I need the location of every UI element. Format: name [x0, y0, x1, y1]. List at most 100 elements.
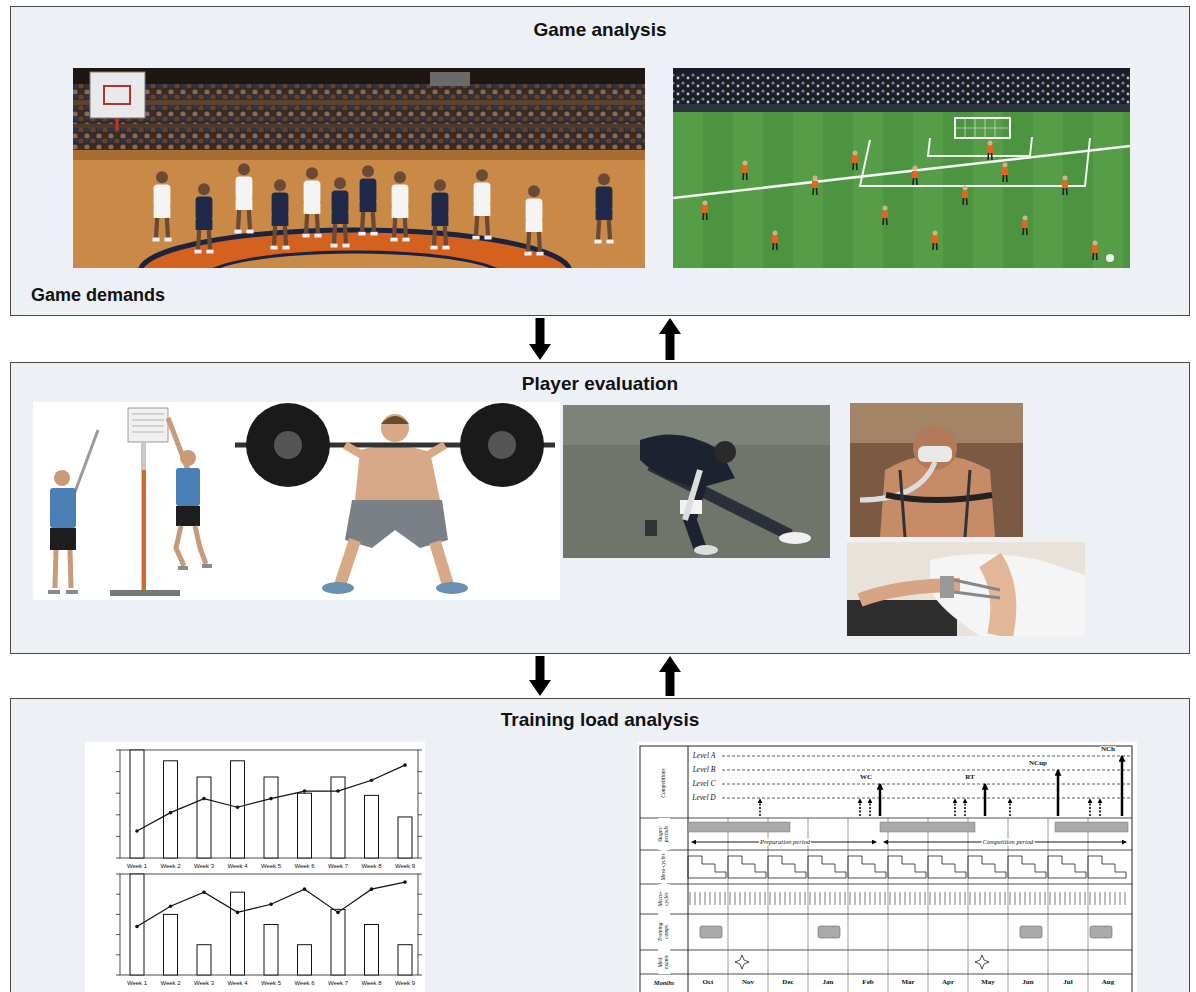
basketball-photo	[430, 72, 470, 86]
periodization-chart	[780, 892, 781, 905]
basketball-photo	[472, 169, 491, 237]
jump-test-photo	[176, 506, 200, 526]
weekly-load-chart	[116, 771, 120, 772]
weekly-load-chart	[418, 914, 422, 915]
jump-test-photo	[50, 528, 76, 550]
row-header: Training camps	[658, 914, 670, 950]
panel-ground	[10, 6, 1190, 992]
basketball-photo	[194, 183, 213, 251]
periodization-chart	[690, 892, 691, 905]
basketball-photo	[302, 167, 321, 235]
periodization-chart	[905, 892, 906, 905]
squat-photo	[488, 431, 516, 459]
weekly-load-chart	[116, 750, 120, 751]
weekly-load-chart	[231, 892, 245, 975]
axis-label: Week 5	[260, 980, 282, 986]
periodization-chart	[705, 892, 706, 905]
weekly-load-chart	[418, 934, 422, 935]
periodization-chart	[640, 850, 1132, 851]
lunge-photo	[645, 520, 657, 536]
row-header: Micro-cycles	[658, 884, 670, 914]
lunge-photo	[685, 470, 700, 520]
squat-photo	[246, 403, 330, 487]
periodization-chart	[968, 818, 969, 992]
training-load-charts	[85, 742, 425, 992]
periodization-chart	[1030, 892, 1031, 905]
axis-label: Week 7	[327, 863, 349, 869]
periodization-chart	[1065, 892, 1066, 905]
periodization-chart	[1035, 892, 1036, 905]
weekly-load-chart	[120, 874, 418, 975]
periodization-chart	[722, 798, 1130, 799]
periodization-chart	[640, 950, 1132, 951]
periodization-chart	[637, 742, 1137, 992]
periodization-chart	[728, 856, 766, 878]
squat-photo	[322, 582, 354, 594]
periodization-chart	[815, 892, 816, 905]
weekly-load-chart	[418, 836, 422, 837]
soccer-photo	[928, 137, 1032, 156]
month-label: Feb	[861, 979, 874, 986]
periodization-chart	[688, 822, 790, 832]
soccer-photo	[912, 166, 918, 186]
month-label: Apr	[941, 979, 955, 986]
periodization-chart	[1009, 799, 1011, 816]
weekly-load-chart	[336, 789, 340, 793]
periodization-chart	[1020, 892, 1021, 905]
basketball-photo	[73, 84, 645, 150]
weekly-load-chart	[116, 894, 120, 895]
soccer-photo	[702, 201, 708, 221]
periodization-chart	[960, 892, 961, 905]
axis-label: Week 3	[193, 863, 215, 869]
weekly-load-chart	[236, 911, 240, 915]
axis-label: Week 8	[360, 980, 382, 986]
basketball-photo	[152, 171, 171, 239]
periodization-chart	[765, 892, 766, 905]
weekly-load-chart	[418, 750, 422, 751]
periodization-chart	[935, 892, 936, 905]
periodization-chart	[850, 892, 851, 905]
periodization-chart	[895, 892, 896, 905]
weekly-load-chart	[197, 777, 211, 858]
periodization-chart	[755, 892, 756, 905]
periodization-chart	[970, 892, 971, 905]
squat-photo	[436, 582, 468, 594]
soccer-photo	[1033, 112, 1063, 268]
jump-test-photo	[72, 430, 98, 500]
periodization-chart	[1020, 926, 1042, 938]
weekly-load-chart	[303, 789, 307, 793]
basketball-photo	[73, 124, 645, 128]
basketball-photo	[140, 230, 570, 268]
periodization-chart	[910, 892, 911, 905]
periodization-chart	[810, 892, 811, 905]
level-label: Level A	[692, 752, 717, 760]
period-label: Competition period	[982, 839, 1035, 846]
axis-label: Week 5	[260, 863, 282, 869]
weekly-load-chart	[298, 793, 312, 858]
periodization-chart	[730, 892, 731, 905]
periodization-chart	[835, 892, 836, 905]
periodization-chart	[860, 892, 861, 905]
weekly-load-chart	[135, 829, 139, 833]
panel-title: Game analysis	[533, 19, 666, 42]
axis-label: Week 7	[327, 980, 349, 986]
training-load-charts	[85, 742, 425, 992]
weekly-load-chart	[137, 882, 405, 926]
periodization-chart	[1075, 892, 1076, 905]
periodization-chart	[880, 892, 881, 905]
periodization-chart	[965, 892, 966, 905]
periodization-chart	[735, 892, 736, 905]
squat-photo	[345, 500, 448, 548]
periodization-chart	[640, 746, 1132, 992]
basketball-photo	[358, 165, 377, 233]
soccer-photo	[955, 118, 1010, 138]
periodization-chart	[637, 742, 1137, 992]
periodization-chart	[928, 818, 929, 992]
weekly-load-chart	[418, 954, 422, 955]
weekly-load-chart	[169, 905, 173, 909]
soccer-photo	[853, 112, 883, 268]
weekly-load-chart	[116, 975, 120, 976]
periodization-chart	[1110, 892, 1111, 905]
periodization-chart	[885, 892, 886, 905]
periodization-chart	[640, 818, 1132, 819]
